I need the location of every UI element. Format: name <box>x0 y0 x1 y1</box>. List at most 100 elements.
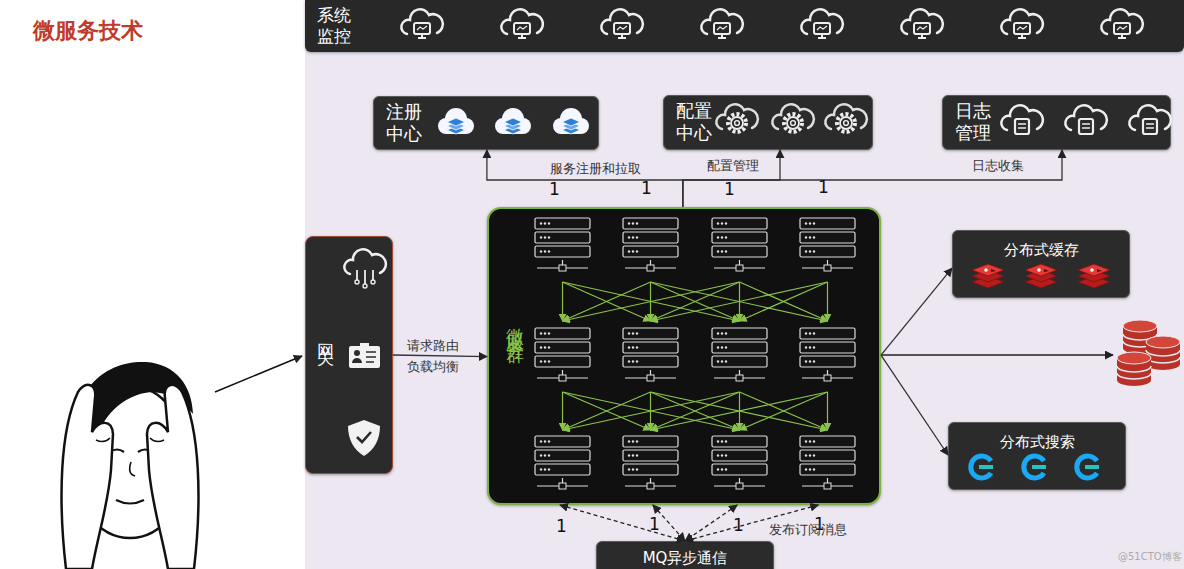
node-box: 分布式缓存 <box>952 230 1130 298</box>
service-call-arrow <box>651 392 740 430</box>
server-light <box>540 250 542 252</box>
server-light <box>548 454 550 456</box>
server-light <box>805 454 807 456</box>
service-call-arrow <box>651 282 740 321</box>
server-light <box>628 332 630 334</box>
server-light <box>809 360 811 362</box>
server-port <box>559 265 566 271</box>
server-light <box>636 250 638 252</box>
server-light <box>636 468 638 470</box>
redis-star <box>984 268 988 272</box>
redis-layer <box>1025 270 1057 282</box>
node-label: 系统 监控 <box>317 5 357 47</box>
node-box: 微服务群 <box>487 207 881 505</box>
cloud-part <box>515 118 531 134</box>
server-light <box>809 346 811 348</box>
log-lines <box>1146 124 1154 128</box>
server-light <box>548 360 550 362</box>
log-icon <box>1065 105 1106 134</box>
server-unit <box>800 342 855 353</box>
node-label: MQ异步通信 <box>597 548 773 568</box>
search-engine-icon <box>1077 456 1099 478</box>
server-port <box>736 483 743 489</box>
server-light <box>813 468 815 470</box>
panel-background <box>305 0 1184 569</box>
redis-icon <box>972 264 1004 288</box>
service-call-arrow <box>562 282 563 321</box>
cloud-outline <box>601 9 643 34</box>
server-light <box>809 468 811 470</box>
cylinder-body <box>1117 358 1151 380</box>
network-dot <box>355 280 359 284</box>
service-call-arrow <box>563 282 651 321</box>
cloud-part <box>438 118 454 134</box>
gear-teeth <box>728 114 746 132</box>
service-call-arrow <box>563 282 740 321</box>
server-light <box>717 250 719 252</box>
server-light <box>544 346 546 348</box>
cylinder-top <box>1146 336 1180 348</box>
server-unit <box>623 328 678 339</box>
server-light <box>809 236 811 238</box>
server-unit <box>623 436 678 447</box>
server-unit <box>535 218 590 229</box>
cloud-outline <box>801 9 843 34</box>
cloud-outline <box>1129 105 1170 130</box>
cylinder-band <box>1117 366 1151 379</box>
server-light <box>725 454 727 456</box>
cloud-part <box>502 108 524 130</box>
search-engine-icon <box>971 456 993 478</box>
service-call-arrow <box>650 392 651 430</box>
monitor-icon <box>501 9 542 38</box>
log-icon <box>1129 105 1170 134</box>
server-unit <box>712 356 767 367</box>
server-light <box>628 440 630 442</box>
service-call-arrow <box>651 282 828 321</box>
cloud-outline <box>772 104 814 129</box>
server-unit <box>623 246 678 257</box>
layer-diamond <box>447 126 465 134</box>
callout-number: 1 <box>641 178 652 198</box>
server-light <box>725 250 727 252</box>
server-unit <box>535 436 590 447</box>
node-label: 分布式缓存 <box>953 240 1129 260</box>
server-light <box>805 332 807 334</box>
server-light <box>632 332 634 334</box>
server-unit <box>800 436 855 447</box>
server-unit <box>623 450 678 461</box>
node-label: 分布式搜索 <box>949 432 1125 452</box>
redis-layer <box>1025 264 1057 276</box>
registry-cloud-icon <box>553 108 589 134</box>
server-light <box>628 346 630 348</box>
redis-layer <box>972 264 1004 276</box>
server-light <box>632 250 634 252</box>
gear-icon <box>825 104 866 132</box>
server-light <box>813 332 815 334</box>
server-light <box>717 236 719 238</box>
service-call-arrow <box>651 392 828 430</box>
diagram-title: 微服务技术 <box>33 16 143 46</box>
server-port <box>736 375 743 381</box>
server-unit <box>712 218 767 229</box>
server-light <box>805 236 807 238</box>
server-unit <box>712 232 767 243</box>
server-stand <box>625 478 676 486</box>
server-light <box>721 222 723 224</box>
layer-diamond <box>504 118 522 126</box>
database-cylinder <box>1146 336 1180 370</box>
server-light <box>813 250 815 252</box>
id-card <box>349 346 380 368</box>
server-light <box>813 440 815 442</box>
gear-icon <box>716 104 758 132</box>
monitor-screen <box>414 23 430 34</box>
server-light <box>813 454 815 456</box>
server-stand <box>625 370 676 378</box>
monitor-icon <box>1101 9 1142 38</box>
redis-mark <box>1097 269 1102 272</box>
server-light <box>544 454 546 456</box>
cylinder-band <box>1146 350 1180 363</box>
server-light <box>548 440 550 442</box>
log-lines <box>1018 124 1026 128</box>
cloud-outline <box>1001 9 1042 34</box>
